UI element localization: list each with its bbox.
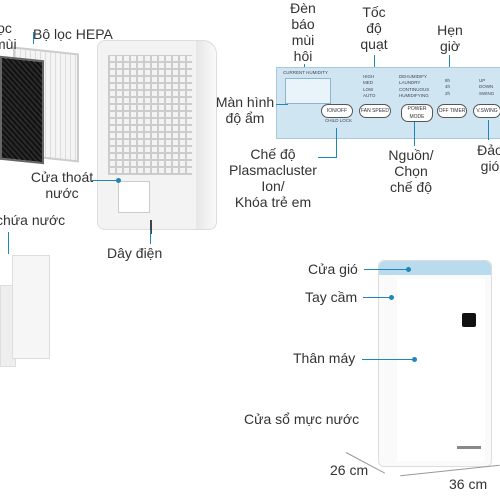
- leader-tank: [8, 232, 9, 254]
- label-loc-mui: lọcmùi: [0, 20, 17, 53]
- leader-dot: [389, 295, 394, 300]
- off-timer-button[interactable]: OFF TIMER: [437, 104, 467, 118]
- leader-ion-v: [336, 128, 337, 158]
- screen-caption: CURRENT HUMIDITY: [283, 70, 328, 75]
- fan-speed-button[interactable]: FAN SPEED: [359, 104, 391, 118]
- ion-button[interactable]: ION/OFF: [321, 104, 353, 118]
- child-lock-caption: CHILD LOCK: [325, 118, 353, 123]
- leader-cord: [150, 230, 151, 244]
- leader-dot: [116, 178, 121, 183]
- depth-dimension: 26 cm: [330, 462, 369, 478]
- leader-swing: [488, 120, 489, 140]
- water-tank-image: [12, 255, 50, 359]
- brand-logo: [457, 446, 481, 449]
- label-cua-gio: Cửa gió: [308, 261, 358, 277]
- leader-drain: [92, 180, 118, 181]
- label-cua-so-muc-nuoc: Cửa sổ mực nước: [244, 411, 360, 427]
- leader-hepa: [33, 32, 34, 44]
- leader-vent: [364, 269, 408, 270]
- width-dimension: 36 cm: [449, 476, 488, 492]
- leader-body: [362, 359, 414, 360]
- power-cord: [150, 220, 152, 234]
- leader-power: [414, 122, 415, 146]
- label-than-may: Thân máy: [293, 350, 356, 366]
- swing-button[interactable]: V.SWING: [473, 104, 500, 118]
- humidity-screen: [285, 78, 331, 104]
- label-bo-loc-hepa: Bộ lọc HEPA: [33, 26, 113, 42]
- leader-dot: [406, 267, 411, 272]
- control-panel-image: CURRENT HUMIDITY ION/OFF CHILD LOCK HIGH…: [276, 67, 500, 139]
- carbon-filter-image: [0, 55, 44, 165]
- leader-screen: [276, 104, 288, 105]
- label-tay-cam: Tay cầm: [305, 289, 358, 305]
- leader-dot: [412, 357, 417, 362]
- leader-handle: [363, 297, 391, 298]
- unit-front-image: [378, 260, 492, 467]
- label-khay-chua-nuoc: chứa nước: [0, 212, 66, 228]
- unit-back-image: [97, 40, 217, 230]
- label-day-dien: Dây điện: [107, 245, 163, 261]
- leader-ion-h: [318, 157, 336, 158]
- brand-badge: [462, 313, 476, 327]
